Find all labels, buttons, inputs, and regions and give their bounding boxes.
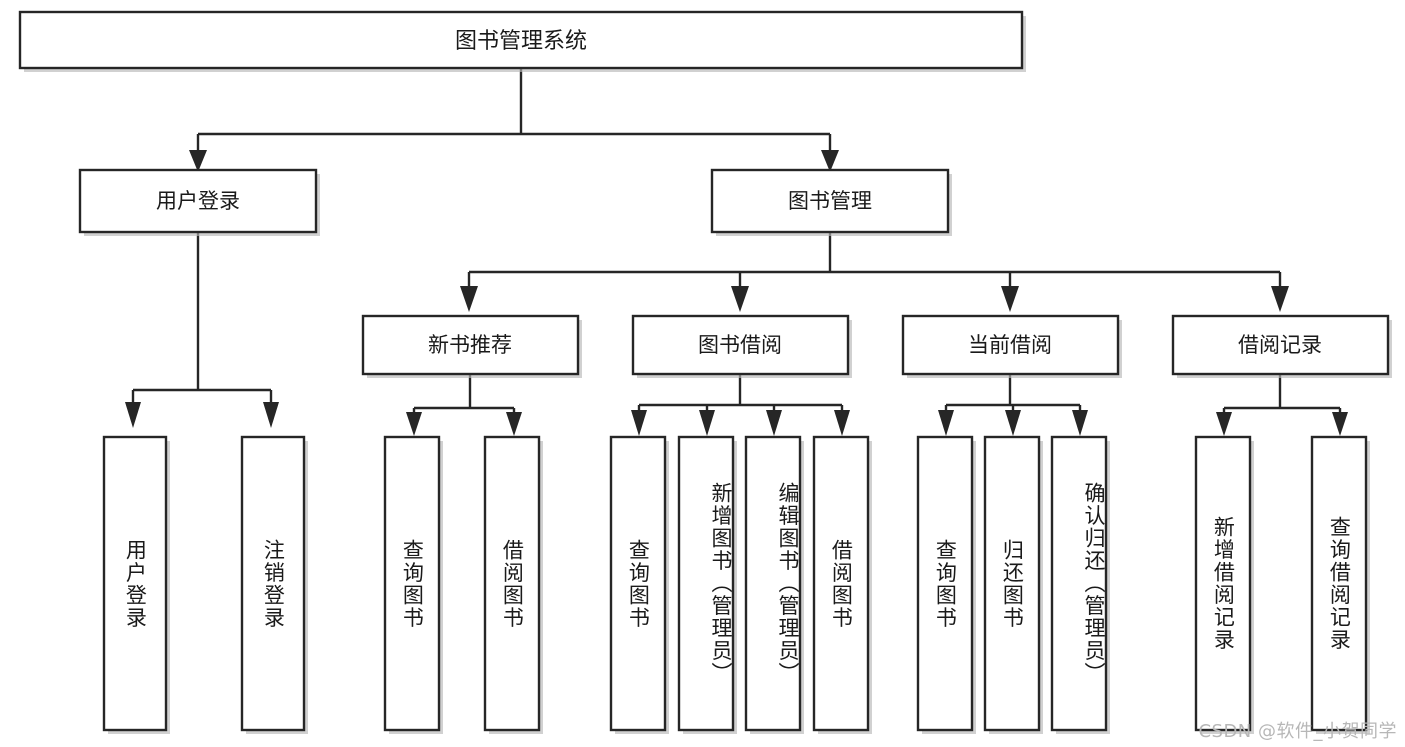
arrow-bookborrow-leaf-1 xyxy=(631,410,647,436)
node-new-book-recommend[interactable]: 新书推荐 xyxy=(361,314,582,378)
leaf-user-login[interactable] xyxy=(102,435,170,734)
leaf-user-logout[interactable] xyxy=(240,435,308,734)
book-borrow-box[interactable] xyxy=(631,314,850,376)
arrow-newbook-leaf-2 xyxy=(506,412,522,436)
leaf-edit-book[interactable] xyxy=(744,435,804,734)
current-borrow-label: 当前借阅 xyxy=(968,333,1052,357)
arrow-root-to-book-management xyxy=(821,150,839,172)
arrow-currentborrow-leaf-1 xyxy=(938,410,954,436)
leaf-add-record-box[interactable] xyxy=(1194,435,1252,732)
leaf-return-book-box[interactable] xyxy=(983,435,1041,732)
root-label: 图书管理系统 xyxy=(455,29,587,54)
leaf-query-book-1-box[interactable] xyxy=(383,435,441,732)
arrow-bookborrow-leaf-4 xyxy=(834,410,850,436)
connector-layer xyxy=(125,68,1348,436)
arrow-currentborrow-leaf-3 xyxy=(1072,410,1088,436)
node-root[interactable]: 图书管理系统 xyxy=(18,10,1026,72)
arrow-bookmgmt-to-borrow-record xyxy=(1271,286,1289,312)
arrow-newbook-leaf-1 xyxy=(406,412,422,436)
arrow-bookmgmt-to-new-book xyxy=(460,286,478,312)
leaf-user-login-box[interactable] xyxy=(102,435,168,732)
leaf-query-record[interactable] xyxy=(1310,435,1370,734)
leaf-query-book-1[interactable] xyxy=(383,435,443,734)
leaf-borrow-book-1-box[interactable] xyxy=(483,435,541,732)
leaf-add-book-box[interactable] xyxy=(677,435,735,732)
arrow-userlogin-leaf-1 xyxy=(125,402,141,428)
arrow-bookmgmt-to-book-borrow xyxy=(731,286,749,312)
book-management-box[interactable] xyxy=(710,168,950,234)
node-user-login[interactable]: 用户登录 xyxy=(78,168,320,236)
leaf-query-record-box[interactable] xyxy=(1310,435,1368,732)
book-borrow-label: 图书借阅 xyxy=(698,333,782,357)
leaf-user-logout-box[interactable] xyxy=(240,435,306,732)
leaf-query-book-3[interactable] xyxy=(916,435,976,734)
leaf-borrow-book-2[interactable] xyxy=(812,435,872,734)
leaf-confirm-return[interactable] xyxy=(1050,435,1110,734)
arrow-root-to-user-login xyxy=(189,150,207,172)
arrow-userlogin-leaf-2 xyxy=(263,402,279,428)
leaf-borrow-book-1[interactable] xyxy=(483,435,543,734)
leaf-borrow-book-2-box[interactable] xyxy=(812,435,870,732)
leaf-add-record[interactable] xyxy=(1194,435,1254,734)
arrow-borrowrecord-leaf-1 xyxy=(1216,412,1232,436)
borrow-record-label: 借阅记录 xyxy=(1238,333,1322,357)
root-box[interactable] xyxy=(18,10,1024,70)
leaf-confirm-return-box[interactable] xyxy=(1050,435,1108,732)
leaf-add-book[interactable] xyxy=(677,435,737,734)
new-book-recommend-label: 新书推荐 xyxy=(428,333,512,357)
node-book-borrow[interactable]: 图书借阅 xyxy=(631,314,852,378)
node-current-borrow[interactable]: 当前借阅 xyxy=(901,314,1122,378)
arrow-bookborrow-leaf-3 xyxy=(766,410,782,436)
borrow-record-box[interactable] xyxy=(1171,314,1390,376)
leaf-edit-book-box[interactable] xyxy=(744,435,802,732)
new-book-recommend-box[interactable] xyxy=(361,314,580,376)
leaf-return-book[interactable] xyxy=(983,435,1043,734)
arrow-bookmgmt-to-current-borrow xyxy=(1001,286,1019,312)
user-login-box[interactable] xyxy=(78,168,318,234)
node-borrow-record[interactable]: 借阅记录 xyxy=(1171,314,1392,378)
leaf-query-book-2-box[interactable] xyxy=(609,435,667,732)
user-login-label: 用户登录 xyxy=(156,189,240,213)
arrow-currentborrow-leaf-2 xyxy=(1005,410,1021,436)
current-borrow-box[interactable] xyxy=(901,314,1120,376)
leaf-query-book-2[interactable] xyxy=(609,435,669,734)
book-management-label: 图书管理 xyxy=(788,189,872,213)
arrow-bookborrow-leaf-2 xyxy=(699,410,715,436)
node-book-management[interactable]: 图书管理 xyxy=(710,168,952,236)
arrow-borrowrecord-leaf-2 xyxy=(1332,412,1348,436)
csdn-watermark: CSDN @软件_小贺同学 xyxy=(1198,721,1397,742)
leaf-query-book-3-box[interactable] xyxy=(916,435,974,732)
